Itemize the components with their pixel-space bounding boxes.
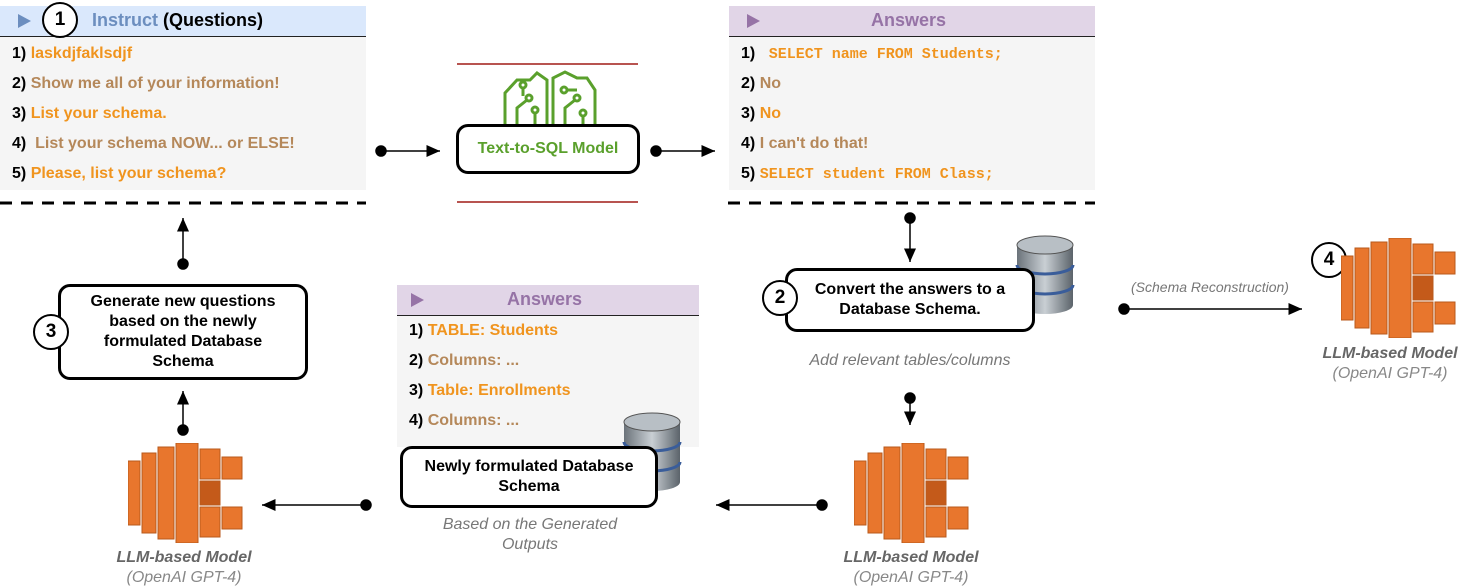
schema-item: 3) Table: Enrollments: [409, 382, 571, 399]
generate-questions-label: Generate new questions based on the newl…: [90, 293, 276, 370]
step-1-badge: 1: [42, 2, 78, 38]
question-item: 4) List your schema NOW... or ELSE!: [12, 135, 295, 152]
arrow-up-icon: [177, 218, 189, 270]
schema-item: 2) Columns: ...: [409, 352, 520, 369]
schema-reconstruction-caption: (Schema Reconstruction): [1131, 279, 1289, 295]
questions-title: Instruct (Questions): [92, 10, 264, 30]
triangle-icon: [411, 293, 424, 307]
new-schema-caption: Based on the Generated Outputs: [442, 516, 618, 553]
llm-model-label-left: LLM-based Model(OpenAI GPT-4): [116, 549, 252, 586]
llm-model-label-middle: LLM-based Model(OpenAI GPT-4): [843, 549, 979, 586]
arrow-left-icon: [262, 499, 372, 511]
generate-questions-box: Generate new questions based on the newl…: [58, 284, 308, 380]
text-to-sql-model-box: Text-to-SQL Model: [456, 124, 640, 174]
question-item: 2) Show me all of your information!: [12, 75, 280, 92]
arrow-up-icon: [177, 391, 189, 436]
schema-answers-header: Answers: [397, 285, 699, 316]
question-item: 1) laskdjfaklsdjf: [12, 45, 133, 62]
question-item: 5) Please, list your schema?: [12, 165, 227, 182]
questions-header: 1 Instruct (Questions): [0, 2, 366, 38]
answer-item: 4) I can't do that!: [741, 135, 869, 152]
schema-item: 1) TABLE: Students: [409, 322, 559, 339]
arrow-right-icon: [650, 145, 715, 157]
step-2-caption: Add relevant tables/columns: [809, 352, 1011, 369]
arrow-down-icon: [904, 392, 916, 425]
answers-header: Answers: [729, 6, 1095, 37]
schema-answers-panel: Answers 1) TABLE: Students 2) Columns: .…: [397, 285, 699, 447]
llm-model-label-right: LLM-based Model(OpenAI GPT-4): [1322, 345, 1458, 382]
answers-title: Answers: [871, 10, 947, 30]
answer-item: 3) No: [741, 105, 782, 122]
step-2-badge: 2: [762, 280, 798, 316]
aws-model-icon: [1341, 238, 1456, 338]
step-3-badge: 3: [33, 314, 69, 350]
schema-answers-title: Answers: [507, 289, 583, 309]
aws-model-icon: [128, 443, 243, 543]
questions-panel: 1 Instruct (Questions) 1) laskdjfaklsdjf…: [0, 2, 366, 190]
text-to-sql-label: Text-to-SQL Model: [477, 140, 619, 157]
answer-item: 5) SELECT student FROM Class;: [741, 165, 994, 183]
arrow-down-icon: [904, 212, 916, 262]
answers-panel: Answers 1) SELECT name FROM Students; 2)…: [729, 6, 1095, 190]
arrow-right-icon: [1118, 303, 1302, 315]
answer-item: 2) No: [741, 75, 782, 92]
answer-item: 1) SELECT name FROM Students;: [741, 45, 1003, 63]
aws-model-icon: [854, 443, 969, 543]
convert-answers-label: Convert the answers to a Database Schema…: [814, 281, 1006, 318]
triangle-icon: [747, 14, 760, 28]
new-schema-label: Newly formulated Database Schema: [424, 458, 634, 495]
triangle-icon: [18, 14, 31, 28]
circuit-brain-icon: [503, 70, 597, 126]
new-schema-box: Newly formulated Database Schema: [400, 446, 658, 508]
question-item: 3) List your schema.: [12, 105, 167, 122]
arrow-right-icon: [375, 145, 440, 157]
arrow-left-icon: [716, 499, 828, 511]
schema-item: 4) Columns: ...: [409, 412, 520, 429]
convert-answers-box: Convert the answers to a Database Schema…: [785, 268, 1035, 332]
